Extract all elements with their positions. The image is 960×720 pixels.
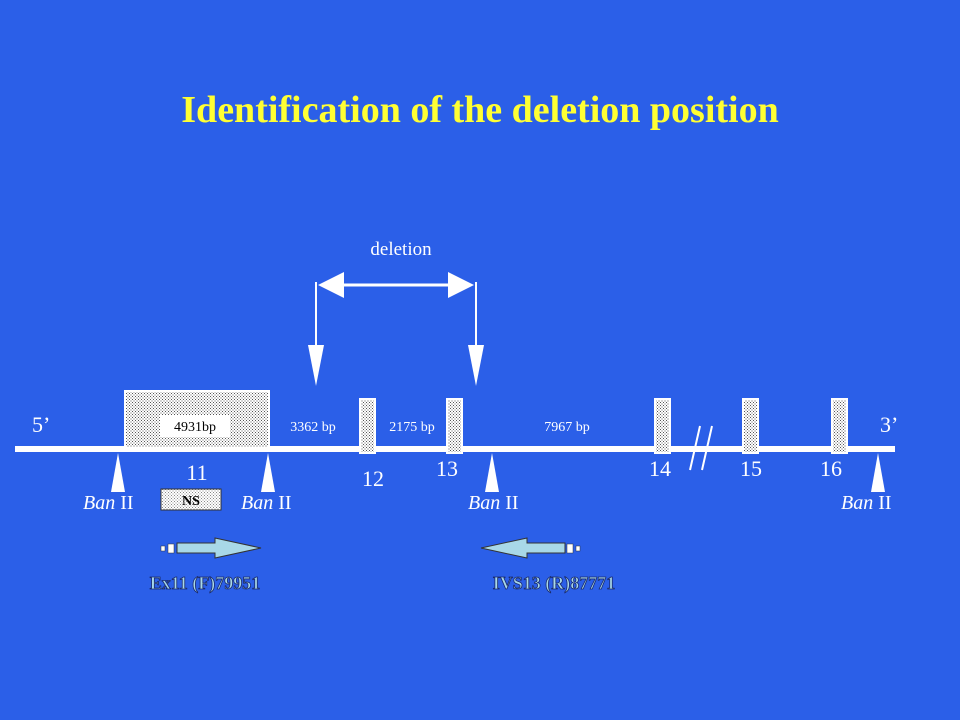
reverse-primer-arrow [480, 537, 581, 559]
exon-14-box [654, 398, 671, 454]
exon-label-15: 15 [740, 456, 762, 481]
size-label-4931: 4931bp [174, 420, 216, 435]
exon-16-box [831, 398, 848, 454]
banii-site-marker [485, 453, 499, 492]
exon-12-box [359, 398, 376, 454]
three-prime-label: 3’ [880, 412, 898, 437]
size-box-4931 [160, 415, 230, 437]
exon-label-16: 16 [820, 456, 842, 481]
banii-label: Ban II [83, 492, 134, 514]
page-title: Identification of the deletion position [181, 89, 779, 131]
ns-label: NS [182, 494, 200, 509]
exon-label-11: 11 [186, 460, 207, 485]
five-prime-label: 5’ [32, 412, 50, 437]
exon-label-12: 12 [362, 466, 384, 491]
deletion-start-arrow [308, 282, 324, 386]
exon-label-13: 13 [436, 456, 458, 481]
size-label-7967: 7967 bp [544, 420, 590, 435]
banii-site-marker [261, 453, 275, 492]
banii-site-marker [871, 453, 885, 492]
forward-primer-label: Ex11 (F)79951 [150, 573, 261, 594]
banii-label: Ban II [241, 492, 292, 514]
break-mark [689, 425, 713, 471]
banii-label: Ban II [468, 492, 519, 514]
ns-box [160, 488, 222, 511]
exon-15-box [742, 398, 759, 454]
size-label-3362: 3362 bp [290, 420, 336, 435]
deletion-double-arrow [318, 272, 474, 298]
exon-13-box [446, 398, 463, 454]
size-label-2175: 2175 bp [389, 420, 435, 435]
deletion-end-arrow [468, 282, 484, 386]
forward-primer-arrow [160, 537, 262, 559]
reverse-primer-label: IVS13 (R)87771 [493, 573, 616, 594]
banii-label: Ban II [841, 492, 892, 514]
exon-label-14: 14 [649, 456, 671, 481]
deletion-label: deletion [370, 239, 432, 260]
banii-site-marker [111, 453, 125, 492]
